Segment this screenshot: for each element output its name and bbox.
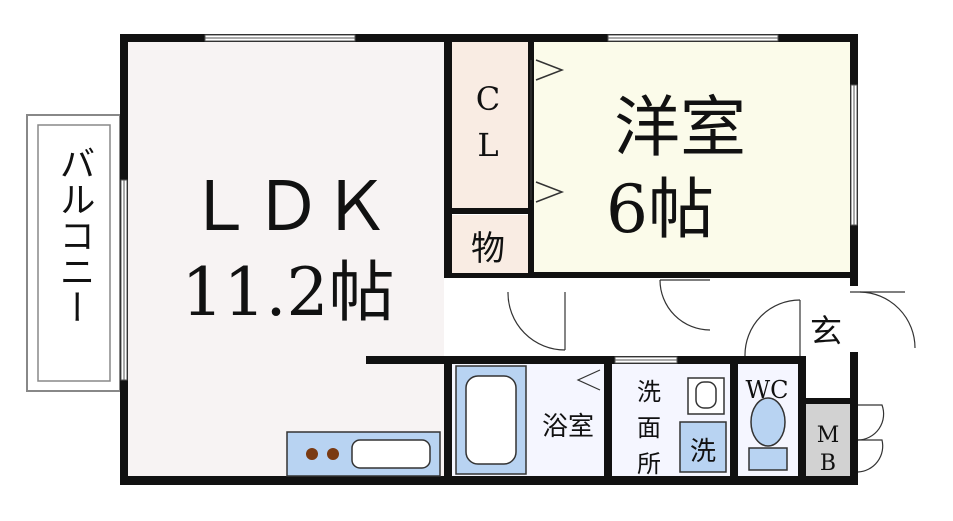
meter-box-floor bbox=[806, 404, 850, 476]
bathtub-icon bbox=[455, 365, 527, 475]
sink-icon bbox=[351, 439, 431, 469]
meter-box-label-m: M bbox=[817, 423, 840, 448]
toilet-icon bbox=[748, 397, 788, 471]
western-room-label: 洋室 bbox=[614, 89, 746, 166]
closet-label-l: L bbox=[477, 126, 498, 164]
window-icon bbox=[120, 34, 858, 381]
washbasin-icon bbox=[687, 377, 725, 415]
door-swing-icon bbox=[507, 279, 916, 473]
stove-burner-icon bbox=[306, 448, 318, 460]
western-room-size-label: 6帖 bbox=[606, 171, 714, 248]
washer-label: 洗 bbox=[690, 437, 716, 467]
entrance-floor bbox=[804, 292, 848, 400]
washroom-label-2: 面 bbox=[637, 414, 661, 442]
closet-label-c: C bbox=[476, 80, 500, 118]
kitchen-counter bbox=[286, 431, 441, 477]
balcony-label: バルコニー bbox=[54, 145, 95, 325]
washroom-label-1: 洗 bbox=[637, 378, 661, 406]
ldk-size-label: 11.2帖 bbox=[182, 254, 395, 331]
bath-door-mark bbox=[576, 369, 601, 391]
washer-pan bbox=[679, 421, 727, 473]
meter-box-label-b: B bbox=[820, 451, 836, 476]
entrance-label: 玄 bbox=[810, 312, 842, 350]
washroom-label-3: 所 bbox=[637, 450, 661, 478]
storage-label: 物 bbox=[471, 229, 505, 269]
ldk-floor bbox=[128, 42, 444, 476]
storage-floor bbox=[452, 215, 528, 273]
stove-burner-icon bbox=[327, 448, 339, 460]
bathroom-label: 浴室 bbox=[542, 412, 594, 442]
ldk-label: ＬＤＫ bbox=[186, 168, 390, 247]
hall-floor bbox=[444, 278, 804, 358]
closet-floor bbox=[452, 42, 528, 208]
closet-door-marks bbox=[530, 59, 565, 203]
western-floor bbox=[534, 42, 850, 274]
wc-label: WC bbox=[745, 376, 788, 404]
